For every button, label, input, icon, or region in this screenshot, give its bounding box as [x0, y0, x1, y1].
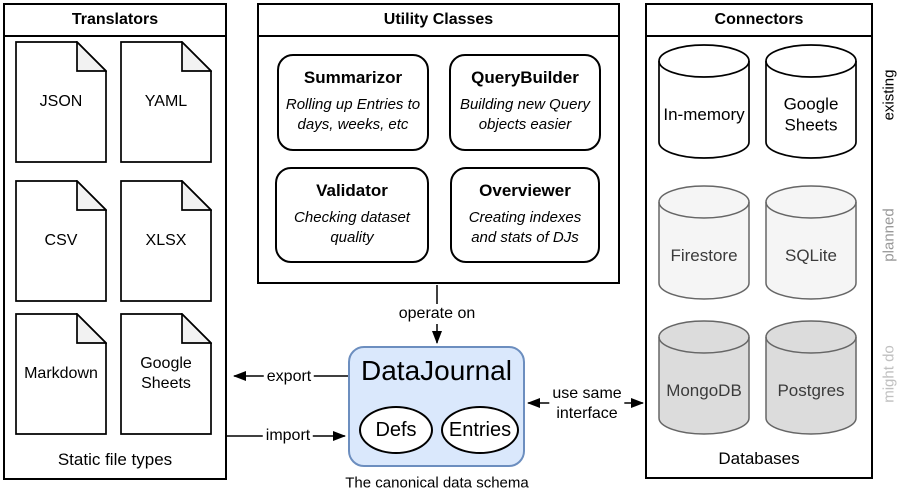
databases-label: Databases — [718, 449, 800, 468]
database-icon — [658, 44, 750, 159]
database-label: Google Sheets — [783, 94, 839, 135]
side-label-planned: planned — [880, 208, 898, 262]
file-label: JSON — [39, 93, 83, 110]
file-label: Markdown — [24, 365, 98, 382]
file-label: YAML — [144, 93, 188, 110]
file-icon-csv: CSV — [15, 180, 107, 302]
database-cylinder-google-sheets: Google Sheets — [765, 44, 857, 159]
utility-name: QueryBuilder — [471, 68, 579, 87]
utility-name: Validator — [316, 181, 388, 200]
database-icon — [765, 44, 857, 159]
defs-ellipse: Defs — [359, 406, 433, 454]
document-icon — [120, 41, 212, 163]
operate-on-label: operate on — [395, 304, 479, 324]
translators-panel-title: Translators — [5, 5, 225, 37]
static-file-types-label: Static file types — [57, 450, 173, 469]
document-icon — [15, 180, 107, 302]
database-cylinder-in-memory: In-memory — [658, 44, 750, 159]
database-cylinder-mongodb: MongoDB — [658, 320, 750, 435]
file-label: XLSX — [145, 232, 187, 249]
file-icon-xlsx: XLSX — [120, 180, 212, 302]
database-icon — [658, 185, 750, 300]
database-cylinder-firestore: Firestore — [658, 185, 750, 300]
database-label: Firestore — [670, 246, 738, 266]
utility-desc: Building new Query objects easier — [459, 96, 591, 133]
file-label: CSV — [44, 232, 78, 249]
side-label-existing: existing — [880, 69, 898, 121]
database-label: In-memory — [663, 105, 745, 125]
utility-name: Summarizor — [303, 68, 403, 87]
database-icon — [765, 185, 857, 300]
utility-classes-panel: Utility Classes Summarizor Rolling up En… — [257, 3, 620, 284]
file-icon-yaml: YAML — [120, 41, 212, 163]
datajournal-caption: The canonical data schema — [345, 474, 529, 492]
connectors-panel-title: Connectors — [647, 5, 871, 37]
file-icon-google-sheets: Google Sheets — [120, 313, 212, 435]
utility-box-summarizor: Summarizor Rolling up Entries to days, w… — [277, 54, 429, 151]
document-icon — [15, 313, 107, 435]
utility-box-overviewer: Overviewer Creating indexes and stats of… — [450, 167, 600, 263]
export-label: export — [263, 367, 315, 387]
file-label: Google Sheets — [140, 355, 192, 392]
utility-desc: Checking dataset quality — [294, 209, 410, 246]
database-label: SQLite — [785, 246, 837, 266]
utility-name: Overviewer — [479, 181, 571, 200]
database-cylinder-sqlite: SQLite — [765, 185, 857, 300]
use-same-interface-label: use same interface — [549, 384, 625, 424]
database-icon — [658, 320, 750, 435]
document-icon — [120, 313, 212, 435]
datajournal-title: DataJournal — [361, 355, 512, 386]
file-icon-markdown: Markdown — [15, 313, 107, 435]
utility-classes-panel-title: Utility Classes — [259, 5, 618, 37]
database-label: Postgres — [777, 381, 845, 401]
database-label: MongoDB — [666, 381, 742, 401]
datajournal-box: DataJournal Defs Entries — [348, 346, 525, 467]
utility-box-validator: Validator Checking dataset quality — [275, 167, 429, 263]
side-label-might-do: might do — [880, 345, 898, 403]
document-icon — [120, 180, 212, 302]
utility-desc: Creating indexes and stats of DJs — [468, 209, 582, 246]
import-label: import — [262, 426, 314, 446]
utility-desc: Rolling up Entries to days, weeks, etc — [285, 96, 421, 133]
database-icon — [765, 320, 857, 435]
entries-ellipse: Entries — [441, 406, 519, 454]
utility-box-querybuilder: QueryBuilder Building new Query objects … — [449, 54, 601, 151]
file-icon-json: JSON — [15, 41, 107, 163]
document-icon — [15, 41, 107, 163]
database-cylinder-postgres: Postgres — [765, 320, 857, 435]
